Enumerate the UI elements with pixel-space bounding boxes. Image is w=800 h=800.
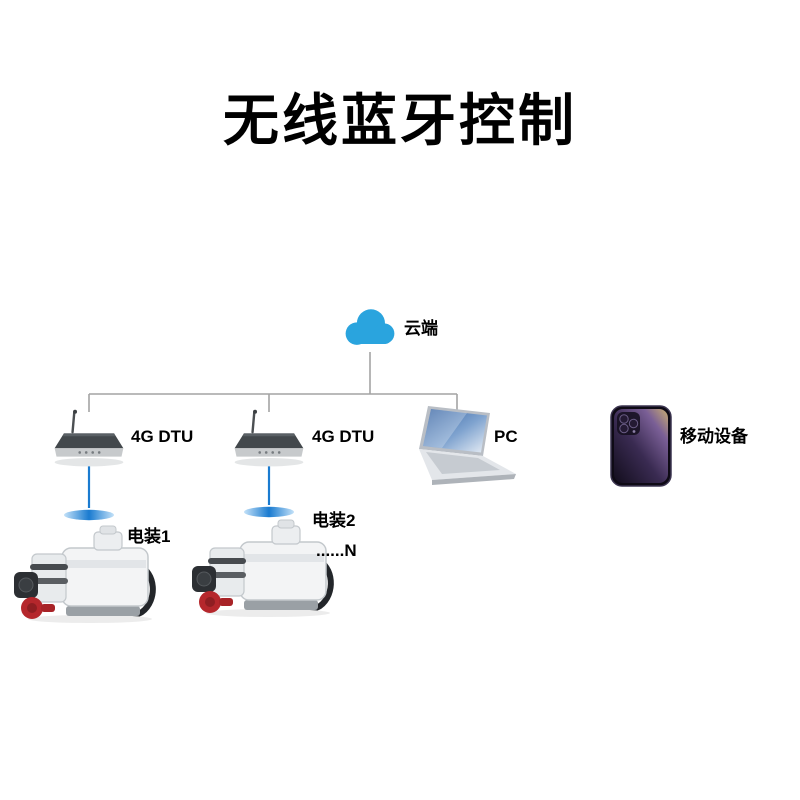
mobile-label: 移动设备 (680, 427, 748, 446)
actuator2-node (188, 514, 338, 624)
pc-node (412, 404, 524, 497)
router-icon (54, 409, 124, 467)
cloud-label: 云端 (404, 319, 438, 338)
wireless-link-2 (243, 505, 295, 524)
valve-actuator-icon (192, 519, 334, 617)
dtu2-label: 4G DTU (312, 427, 375, 446)
cloud-icon (345, 309, 395, 345)
actuator1-label: 电装1 (127, 527, 171, 546)
wireless-link-1 (63, 508, 115, 527)
actuator2-sublabel: ......N (316, 541, 357, 560)
page-title: 无线蓝牙控制 (223, 89, 577, 152)
actuator1-node (10, 520, 160, 630)
gray-network-lines (88, 352, 458, 412)
actuator2-label: 电装2 (312, 511, 356, 530)
laptop-icon (419, 406, 516, 485)
dtu1-label: 4G DTU (131, 427, 194, 446)
wireless-link-icon (244, 506, 294, 518)
dtu1-node (50, 408, 128, 475)
dtu2-node (230, 408, 308, 475)
wireless-link-icon (64, 509, 114, 521)
smartphone-icon (610, 405, 672, 487)
mobile-node (608, 404, 674, 493)
valve-actuator-icon (14, 525, 156, 623)
pc-label: PC (494, 427, 518, 446)
cloud-node (340, 304, 400, 357)
router-icon (234, 409, 304, 467)
